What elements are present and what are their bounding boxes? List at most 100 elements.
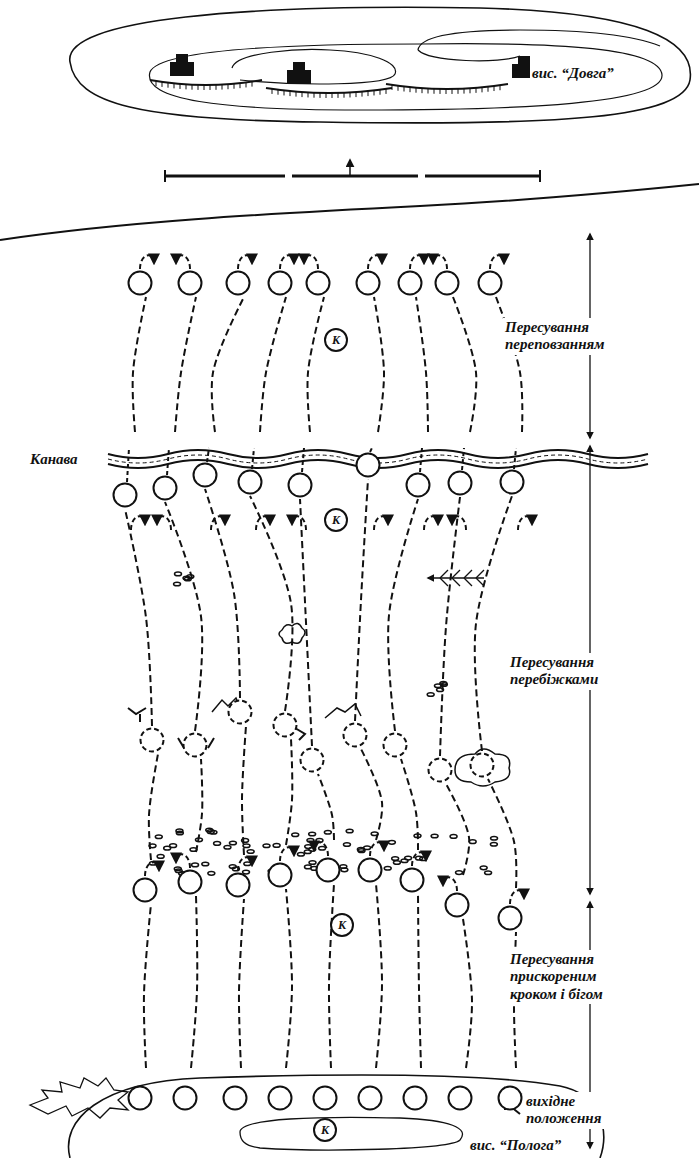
trench-tick <box>290 91 291 96</box>
turn-arrow <box>490 255 504 269</box>
terrain-dot <box>263 844 270 848</box>
movement-path <box>175 297 196 432</box>
trench-tick <box>246 82 247 87</box>
soldier-symbol <box>179 871 202 894</box>
turn-arrow <box>370 842 384 856</box>
turn-arrow <box>412 852 426 866</box>
trench-tick <box>186 84 187 89</box>
trench-tick <box>380 90 381 95</box>
hill-contour <box>232 50 396 84</box>
movement-path <box>388 499 418 731</box>
commander-letter: К <box>321 1124 329 1136</box>
soldier-symbol <box>499 907 522 930</box>
trench-tick <box>446 89 447 94</box>
turn-arrow <box>280 255 294 269</box>
enemy-position <box>287 62 311 84</box>
ditch-edge <box>108 450 648 458</box>
trench-tick <box>156 81 157 86</box>
trench-tick <box>428 89 429 94</box>
movement-path <box>127 448 129 482</box>
terrain-dot <box>485 871 492 875</box>
map-label: вихідне положення <box>524 1092 638 1129</box>
trench-tick <box>500 85 501 90</box>
hill-contour <box>70 7 691 123</box>
trench-tick <box>278 90 279 95</box>
enemy-position <box>170 54 194 76</box>
fire-arrow <box>476 570 484 586</box>
turn-arrow <box>238 255 252 269</box>
terrain-dot <box>309 832 316 836</box>
map-label: Пересування прискореним кроком і бігом <box>508 950 642 1004</box>
trench-tick <box>168 83 169 88</box>
fire-arrow <box>452 570 460 586</box>
movement-path <box>149 754 158 860</box>
terrain-dot <box>392 857 399 861</box>
soldier-symbol <box>269 864 292 887</box>
objective-line <box>165 175 540 178</box>
soldier-symbol <box>184 734 207 757</box>
movement-path <box>370 448 372 452</box>
movement-path <box>463 919 472 1068</box>
movement-path <box>125 509 152 726</box>
trench-tick <box>198 85 199 90</box>
trench-tick <box>434 89 435 94</box>
soldier-symbol <box>224 1087 247 1110</box>
movement-path <box>191 896 197 1068</box>
soldier-symbol <box>269 272 292 295</box>
soldier-symbol <box>174 1087 197 1110</box>
trench-tick <box>356 92 357 97</box>
turn-arrow <box>157 516 171 530</box>
movement-path <box>212 297 244 432</box>
soldier-symbol <box>289 474 312 497</box>
soldier-symbol <box>446 894 469 917</box>
soldier-symbol <box>141 729 164 752</box>
terrain-dot <box>247 850 254 854</box>
soldier-symbol <box>274 714 297 737</box>
hill-contour <box>418 30 660 50</box>
terrain-dot <box>297 852 304 856</box>
soldier-symbol <box>429 759 452 782</box>
soldier-symbol <box>317 859 340 882</box>
commander-letter: К <box>332 334 340 346</box>
terrain-dot <box>416 856 423 860</box>
trench-tick <box>162 82 163 87</box>
trench-tick <box>458 89 459 94</box>
soldier-symbol <box>436 272 459 295</box>
turn-arrow <box>238 857 252 871</box>
terrain-dot <box>358 849 365 853</box>
terrain-dot <box>343 843 350 847</box>
trench-tick <box>452 89 453 94</box>
trench-tick <box>488 87 489 92</box>
trench-tick <box>470 88 471 93</box>
trench-tick <box>320 93 321 98</box>
movement-path <box>488 779 516 888</box>
soldier-symbol <box>301 749 324 772</box>
movement-path <box>196 759 202 852</box>
terrain-dot <box>208 872 215 876</box>
soldier-symbol <box>114 484 137 507</box>
trench-tick <box>308 92 309 97</box>
commander-letter: К <box>332 514 340 526</box>
terrain-dot <box>305 845 312 849</box>
turn-arrow <box>443 877 457 891</box>
soldier-symbol <box>449 1087 472 1110</box>
trench-tick <box>416 88 417 93</box>
movement-path <box>376 884 382 1068</box>
turn-arrow <box>211 516 225 530</box>
movement-path <box>207 448 209 462</box>
terrain-dot <box>243 870 250 874</box>
map-label: вис. “Довга” <box>530 64 616 83</box>
trench-tick <box>386 89 387 94</box>
trench-tick <box>350 92 351 97</box>
terrain-dot <box>229 865 236 869</box>
soldier-symbol <box>129 272 152 295</box>
movement-path <box>329 884 334 1068</box>
terrain-dot <box>324 830 331 834</box>
terrain-dot <box>229 841 236 845</box>
terrain-dot <box>393 861 400 865</box>
soldier-symbol <box>344 724 367 747</box>
soldier-symbol <box>404 1087 427 1110</box>
movement-path <box>420 448 422 472</box>
trench-tick <box>344 93 345 98</box>
trench-tick <box>422 88 423 93</box>
